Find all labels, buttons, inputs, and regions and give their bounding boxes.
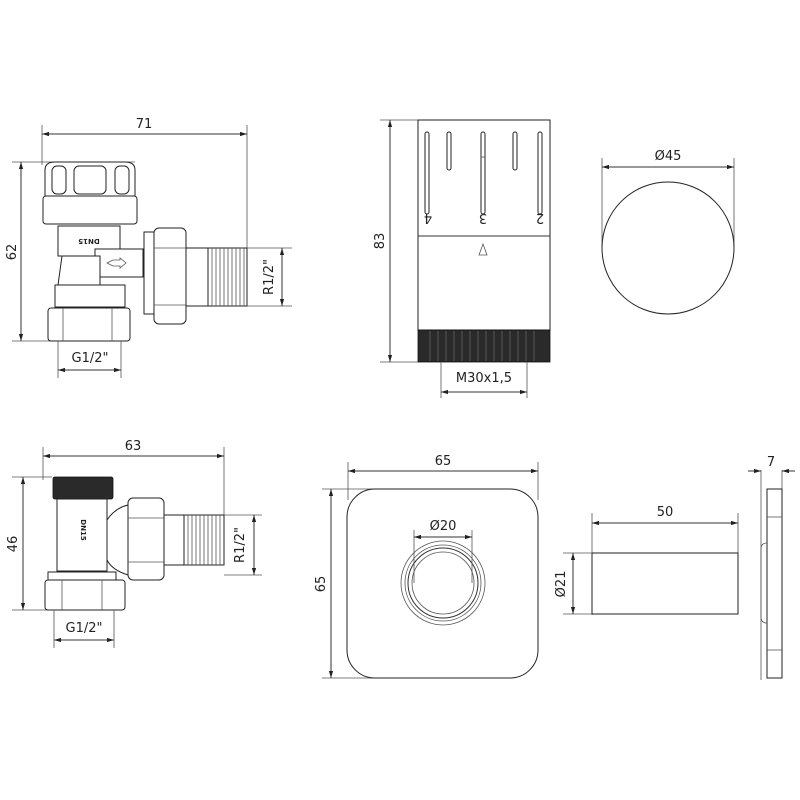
- thickness-label: 7: [767, 455, 775, 470]
- knurled-ring: [417, 329, 551, 363]
- rosette-side-drawing: 7: [748, 455, 795, 680]
- angle-valve-drawing: 71 62 DN15: [5, 117, 292, 378]
- hole-diameter-label: Ø20: [430, 519, 457, 534]
- width-label: 65: [435, 454, 452, 469]
- flow-arrow-box: [94, 248, 144, 278]
- diameter-label: Ø21: [554, 571, 569, 598]
- scale-number-3: 3: [479, 210, 487, 225]
- outlet-thread-label: R1/2": [262, 259, 277, 295]
- straight-valve-drawing: 63 46 DN15 R1/2" G1/2": [6, 439, 262, 648]
- valve-marking: DN15: [78, 237, 100, 245]
- head-top-circle: [601, 181, 735, 315]
- union-nut: [153, 227, 187, 325]
- height-label: 65: [314, 576, 329, 593]
- rosette-plate: [346, 488, 539, 679]
- scale-number-4: 4: [424, 210, 432, 225]
- height-label: 46: [6, 536, 21, 553]
- diameter-label: Ø45: [655, 149, 682, 164]
- thermostatic-head-side-drawing: 83 4 3 2 M30x1,5: [373, 119, 551, 398]
- thread-label: M30x1,5: [456, 371, 512, 386]
- rosette-hole: [411, 551, 475, 615]
- height-label: 83: [373, 233, 388, 250]
- indicator-triangle-icon: [478, 242, 488, 256]
- height-label: 62: [5, 244, 20, 261]
- outlet-thread: [207, 247, 248, 307]
- inlet-thread-label: G1/2": [66, 621, 103, 636]
- length-label: 50: [657, 505, 674, 520]
- sleeve-side-drawing: 50 Ø21: [554, 505, 739, 615]
- outlet-thread-label: R1/2": [233, 527, 248, 563]
- flow-arrow-icon: [106, 257, 127, 269]
- union-nut: [127, 497, 165, 581]
- sleeve-body: [591, 552, 739, 615]
- rosette-front-drawing: 65 65 Ø20: [314, 454, 539, 679]
- thermostatic-head-top-drawing: Ø45: [601, 149, 735, 315]
- valve-cap: [52, 476, 114, 500]
- scale-number-2: 2: [536, 210, 544, 225]
- valve-marking: DN15: [79, 519, 87, 541]
- width-label: 71: [136, 117, 153, 132]
- rosette-side-plate: [766, 488, 783, 679]
- inlet-thread-label: G1/2": [72, 351, 109, 366]
- width-label: 63: [125, 439, 142, 454]
